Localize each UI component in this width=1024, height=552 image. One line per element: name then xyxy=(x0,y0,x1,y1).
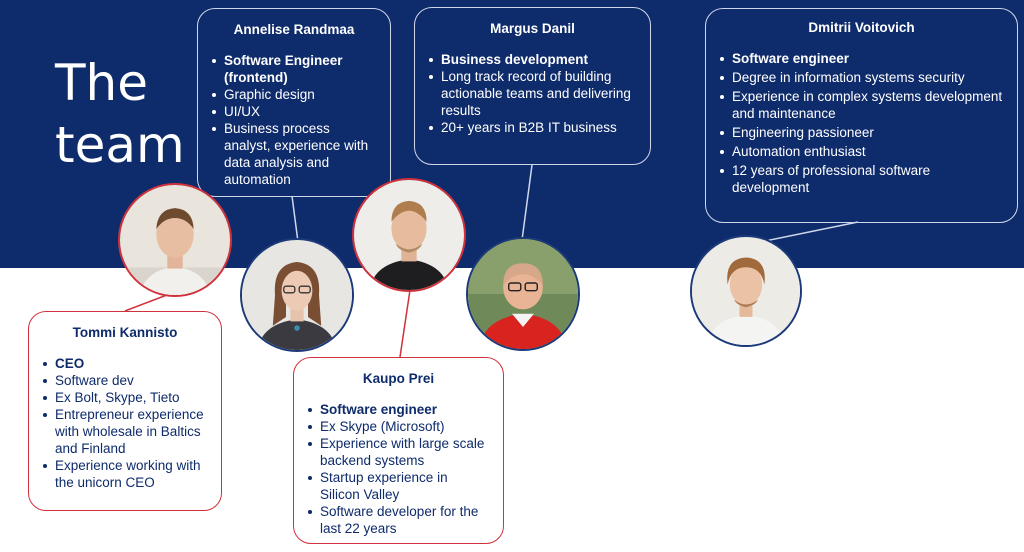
bullet-item: Startup experience in Silicon Valley xyxy=(306,469,491,503)
bullet-item: Business process analyst, experience wit… xyxy=(210,120,378,188)
bullet-item: UI/UX xyxy=(210,103,378,120)
role-item: Software engineer xyxy=(718,50,1005,67)
bullet-item: Degree in information systems security xyxy=(718,69,1005,86)
person-name: Tommi Kannisto xyxy=(72,325,178,340)
avatar-kaupo xyxy=(352,178,466,292)
role-item: Software Engineer (frontend) xyxy=(210,52,378,86)
person-name: Dmitrii Voitovich xyxy=(808,20,915,35)
card-tommi: Tommi Kannisto CEO Software dev Ex Bolt,… xyxy=(28,311,222,511)
bullet-item: Ex Skype (Microsoft) xyxy=(306,418,491,435)
bullet-item: 20+ years in B2B IT business xyxy=(427,119,638,136)
connector-annelise xyxy=(291,195,299,243)
connector-kaupo xyxy=(399,289,411,358)
bullet-list: Software engineer Degree in information … xyxy=(718,50,1005,196)
card-margus: Margus Danil Business development Long t… xyxy=(414,7,651,165)
bullet-item: Ex Bolt, Skype, Tieto xyxy=(41,389,209,406)
bullet-item: Experience working with the unicorn CEO xyxy=(41,457,209,491)
bullet-item: Software dev xyxy=(41,372,209,389)
card-annelise: Annelise Randmaa Software Engineer (fron… xyxy=(197,8,391,197)
person-name: Margus Danil xyxy=(490,21,575,36)
bullet-item: Long track record of building actionable… xyxy=(427,68,638,119)
bullet-list: Software engineer Ex Skype (Microsoft) E… xyxy=(306,401,491,537)
role-item: CEO xyxy=(41,355,209,372)
bullet-item: Automation enthusiast xyxy=(718,143,1005,160)
bullet-item: Entrepreneur experience with wholesale i… xyxy=(41,406,209,457)
bullet-item: Engineering passioneer xyxy=(718,124,1005,141)
person-name: Kaupo Prei xyxy=(362,371,435,386)
card-dmitrii: Dmitrii Voitovich Software engineer Degr… xyxy=(705,8,1018,223)
avatar-margus xyxy=(466,237,580,351)
role-item: Business development xyxy=(427,51,638,68)
bullet-list: CEO Software dev Ex Bolt, Skype, Tieto E… xyxy=(41,355,209,491)
card-kaupo: Kaupo Prei Software engineer Ex Skype (M… xyxy=(293,357,504,544)
person-name: Annelise Randmaa xyxy=(233,22,355,37)
title-line-2: team xyxy=(55,116,185,174)
connector-dmitrii xyxy=(759,221,859,243)
bullet-list: Business development Long track record o… xyxy=(427,51,638,136)
avatar-tommi xyxy=(118,183,232,297)
title-line-1: The xyxy=(55,54,148,112)
bullet-item: Experience in complex systems developmen… xyxy=(718,88,1005,122)
bullet-item: Graphic design xyxy=(210,86,378,103)
bullet-item: Experience with large scale backend syst… xyxy=(306,435,491,469)
bullet-item: Software developer for the last 22 years xyxy=(306,503,491,537)
slide-title: The team xyxy=(55,52,185,176)
avatar-annelise xyxy=(240,238,354,352)
connector-margus xyxy=(521,164,533,241)
role-item: Software engineer xyxy=(306,401,491,418)
bullet-list: Software Engineer (frontend) Graphic des… xyxy=(210,52,378,188)
bullet-item: 12 years of professional software develo… xyxy=(718,162,1005,196)
avatar-dmitrii xyxy=(690,235,802,347)
